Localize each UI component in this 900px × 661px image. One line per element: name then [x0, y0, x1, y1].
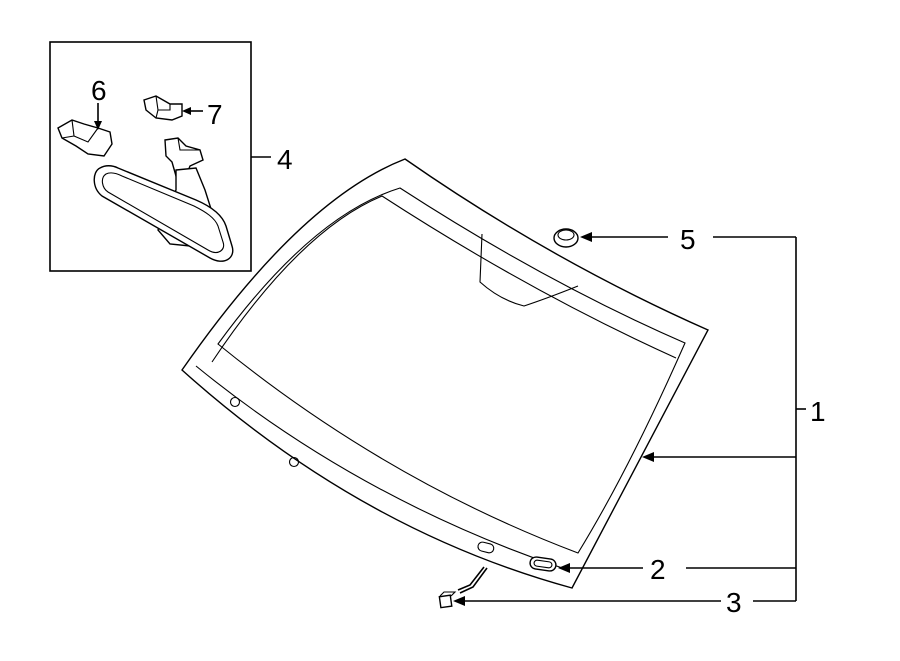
- callout-2: 2: [650, 554, 666, 585]
- callout-7: 7: [207, 99, 223, 130]
- arrow-6: [94, 121, 102, 130]
- glass-hole-a: [229, 396, 241, 408]
- part-2: [529, 556, 557, 572]
- leader-lines: [453, 232, 806, 606]
- rearview-mirror: [93, 165, 234, 262]
- mirror-clip-6: [57, 119, 113, 157]
- callout-3: 3: [726, 587, 742, 618]
- part-5-grommet: [553, 228, 579, 248]
- windshield-glass: [181, 158, 709, 589]
- arrow-7: [182, 107, 191, 115]
- callout-6: 6: [91, 75, 107, 106]
- callout-5: 5: [680, 224, 696, 255]
- glass-slot-a: [477, 541, 495, 554]
- callout-4: 4: [277, 144, 293, 175]
- mirror-inset: [49, 41, 252, 272]
- callout-1: 1: [810, 396, 826, 427]
- mirror-clip-7: [143, 95, 183, 121]
- glass-hole-b: [288, 456, 300, 468]
- part-3-connector: [438, 566, 488, 609]
